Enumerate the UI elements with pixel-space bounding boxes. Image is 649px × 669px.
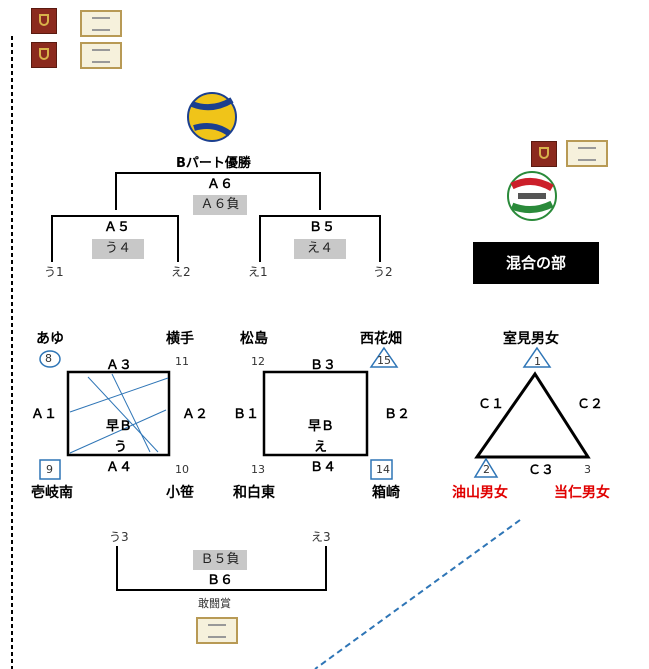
semi-b5-label: Ｂ５	[309, 220, 336, 235]
a-league-square	[66, 370, 171, 457]
match-a4: Ａ４	[106, 460, 133, 475]
seed-u1: う1	[44, 265, 64, 279]
seed-e3: え3	[311, 530, 331, 544]
seed-u2: う2	[373, 265, 393, 279]
b-part-title: Bパート優勝	[176, 156, 251, 171]
seed-8: 8	[45, 352, 52, 365]
seed-12: 12	[251, 355, 265, 368]
seed-15-triangle	[369, 346, 399, 368]
seed-2: 2	[483, 463, 490, 476]
team-nishikabata: 西花畑	[360, 331, 402, 347]
match-b4: Ｂ４	[310, 460, 337, 475]
team-hakozaki: 箱崎	[372, 485, 400, 501]
mixed-division-label: 混合の部	[473, 242, 599, 284]
match-b6: Ｂ６	[207, 573, 234, 588]
b-part-bracket	[51, 172, 381, 262]
match-c1: Ｃ１	[478, 397, 505, 412]
referee-u: う	[114, 440, 128, 455]
match-c3: Ｃ３	[528, 463, 555, 478]
referee-e: え	[314, 440, 328, 455]
fighting-spirit-award: 敢闘賞	[198, 597, 231, 610]
a-league-crosslines	[69, 373, 169, 454]
mixed-triangle	[474, 371, 591, 459]
certificate-icon	[80, 42, 122, 69]
certificate-icon	[80, 10, 122, 37]
final-a6-label: Ａ６	[207, 177, 234, 192]
trophy-icon	[31, 42, 57, 68]
seed-13: 13	[251, 463, 265, 476]
team-wajirohigashi: 和白東	[233, 485, 275, 501]
match-b2: Ｂ２	[384, 407, 411, 422]
match-b1: Ｂ１	[233, 407, 260, 422]
b5-loss-box: Ｂ５負	[193, 550, 247, 570]
team-yokote: 横手	[166, 331, 194, 347]
semi-a5-sub-box: う４	[92, 239, 144, 259]
team-muromi: 室見男女	[503, 331, 559, 347]
trophy-icon	[531, 141, 557, 167]
seed-10: 10	[175, 463, 189, 476]
seed-14-square	[370, 459, 393, 480]
match-c2: Ｃ２	[577, 397, 604, 412]
seed-2-triangle	[473, 457, 499, 478]
certificate-icon	[566, 140, 608, 167]
referee-hayab-b: 早Ｂ	[308, 419, 335, 434]
seed-1: 1	[534, 355, 541, 368]
seed-1-triangle	[522, 346, 552, 368]
match-a1: Ａ１	[31, 407, 58, 422]
team-ikinan: 壱岐南	[31, 485, 73, 501]
seed-3: 3	[584, 463, 591, 476]
seed-8-circle	[39, 350, 61, 368]
team-tojin: 当仁男女	[554, 485, 610, 501]
semi-b5-sub-box: え４	[294, 239, 346, 259]
match-a3: Ａ３	[106, 358, 133, 373]
team-matsushima: 松島	[240, 331, 268, 347]
seed-15: 15	[377, 354, 391, 367]
final-a6-loss-box: Ａ６負	[193, 195, 247, 215]
seed-14: 14	[376, 463, 390, 476]
molten-volleyball-icon	[507, 171, 557, 221]
seed-e2: え2	[171, 265, 191, 279]
seed-9-square	[39, 459, 61, 480]
trophy-icon	[31, 8, 57, 34]
referee-hayab-a: 早Ｂ	[106, 419, 133, 434]
match-a2: Ａ２	[182, 407, 209, 422]
team-aburayama: 油山男女	[452, 485, 508, 501]
team-ozasa: 小笹	[166, 485, 194, 501]
match-b3: Ｂ３	[310, 358, 337, 373]
team-ayu: あゆ	[36, 331, 64, 347]
seed-e1: え1	[248, 265, 268, 279]
certificate-icon	[196, 617, 238, 644]
seed-9: 9	[46, 463, 53, 476]
seed-u3: う3	[109, 530, 129, 544]
semi-a5-label: Ａ５	[104, 220, 131, 235]
seed-11: 11	[175, 355, 189, 368]
fighting-spirit-bracket	[116, 546, 327, 591]
b-league-square	[262, 370, 369, 457]
blue-dashed-connector	[314, 519, 521, 669]
volleyball-icon	[187, 92, 237, 142]
